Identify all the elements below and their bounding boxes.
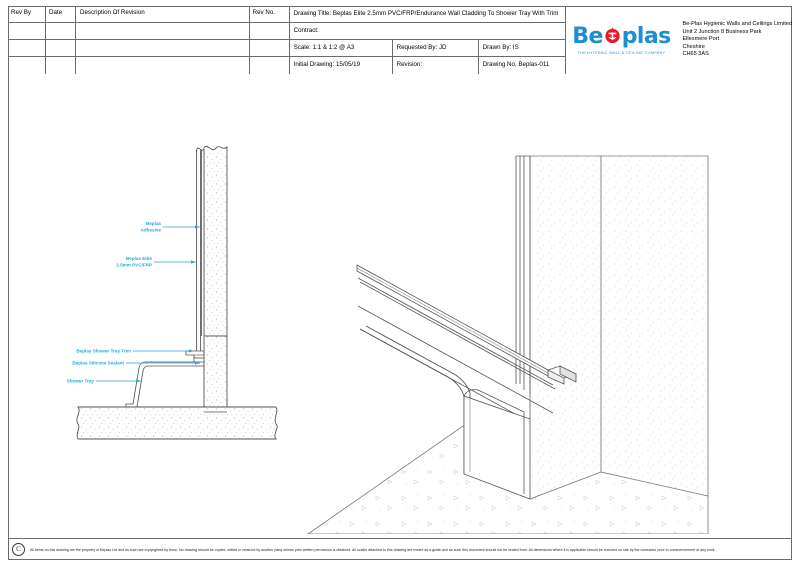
contract-label: Contract: bbox=[293, 27, 319, 34]
section-detail-view: Beplas Adhesive Beplas Elite 2.5mm PVC/F… bbox=[67, 145, 278, 440]
initial-drawing-field: Initial Drawing: 15/05/19 bbox=[290, 57, 393, 74]
shower-tray bbox=[125, 361, 205, 408]
revision-header-row: Rev By Date Description Of Revision Rev … bbox=[8, 6, 289, 23]
wall-cladding-panel bbox=[196, 146, 208, 352]
revision-row[interactable] bbox=[8, 40, 289, 57]
address-line: CH65 3AS bbox=[682, 51, 709, 58]
annotation-panel: Beplas Elite 2.5mm PVC/FRP bbox=[116, 256, 152, 268]
technical-drawing: Beplas Adhesive Beplas Elite 2.5mm PVC/F… bbox=[67, 145, 709, 534]
annotation-adhesive-line2: Adhesive bbox=[141, 228, 162, 233]
logo-wordmark: Be plas bbox=[572, 24, 671, 49]
drawing-title-label: Drawing Title: bbox=[293, 10, 332, 17]
drawing-title-field: Drawing Title: Beplas Elite 2.5mm PVC/FR… bbox=[290, 6, 566, 22]
address-line: Cheshire bbox=[682, 43, 705, 50]
annotation-panel-line2: 2.5mm PVC/FRP bbox=[116, 263, 152, 268]
drawn-by-value: IS bbox=[512, 44, 519, 51]
iso-wall-substrate-right bbox=[600, 155, 709, 497]
initial-drawing-value: 15/05/19 bbox=[335, 61, 361, 68]
iso-wall-substrate bbox=[529, 155, 602, 500]
revision-cell-rev-no[interactable] bbox=[250, 57, 289, 74]
drawing-title-row: Drawing Title: Beplas Elite 2.5mm PVC/FR… bbox=[289, 6, 566, 23]
revision-label: Revision: bbox=[396, 61, 423, 68]
annotation-tray-trim: Beplas Shower Tray Trim bbox=[76, 349, 131, 354]
requested-by-field: Requested By: JD bbox=[393, 40, 479, 56]
scale-label: Scale: bbox=[293, 44, 311, 51]
floor-slab bbox=[76, 406, 278, 440]
revision-cell-description[interactable] bbox=[76, 23, 250, 39]
initial-drawing-label: Initial Drawing: bbox=[293, 61, 335, 68]
drawn-by-field: Drawn By: IS bbox=[479, 40, 566, 56]
iso-shower-tray-trim bbox=[356, 264, 578, 385]
disclaimer-text: All items on this drawing are the proper… bbox=[30, 547, 716, 552]
address-line: Ellesmere Port bbox=[682, 36, 720, 43]
contract-row: Contract: bbox=[289, 23, 566, 40]
drawing-canvas: Beplas Adhesive Beplas Elite 2.5mm PVC/F… bbox=[8, 74, 792, 534]
annotation-leaders bbox=[96, 225, 200, 383]
revision-cell-date[interactable] bbox=[46, 23, 76, 39]
annotation-adhesive-line1: Beplas bbox=[146, 221, 162, 226]
drawn-by-label: Drawn By: bbox=[482, 44, 512, 51]
drawing-info-table: Drawing Title: Beplas Elite 2.5mm PVC/FR… bbox=[289, 6, 567, 74]
logo-text-be: Be bbox=[572, 24, 603, 49]
revision-cell-description[interactable] bbox=[76, 57, 250, 74]
revision-row[interactable] bbox=[8, 57, 289, 74]
iso-shower-tray bbox=[357, 269, 556, 500]
copyright-icon: C bbox=[12, 543, 25, 556]
revision-cell-rev-no[interactable] bbox=[250, 23, 289, 39]
revision-header-date: Date bbox=[46, 6, 76, 22]
revision-cell-date[interactable] bbox=[46, 57, 76, 74]
logo-text-plas: plas bbox=[621, 24, 671, 49]
revision-cell-rev-by[interactable] bbox=[8, 57, 46, 74]
substrate-wall bbox=[203, 145, 228, 413]
revision-table: Rev By Date Description Of Revision Rev … bbox=[8, 6, 290, 74]
drawing-number-label: Drawing No. bbox=[482, 61, 517, 68]
annotation-sealant: Beplas Silicone Sealant bbox=[72, 361, 124, 366]
drawing-title-value: Beplas Elite 2.5mm PVC/FRP/Endurance Wal… bbox=[332, 10, 559, 17]
revision-header-rev-by: Rev By bbox=[8, 6, 46, 22]
revision-cell-description[interactable] bbox=[76, 40, 250, 56]
brand-block: Be plas THE HYGIENIC bbox=[566, 6, 792, 74]
scale-field: Scale: 1:1 & 1:2 @ A3 bbox=[290, 40, 393, 56]
revision-header-description: Description Of Revision bbox=[76, 6, 250, 22]
footer-disclaimer-bar: C All items on this drawing are the prop… bbox=[8, 538, 792, 560]
requested-by-value: JD bbox=[438, 44, 447, 51]
logo-tagline: THE HYGIENIC WALL & CEILING COMPANY bbox=[577, 50, 666, 55]
revision-cell-date[interactable] bbox=[46, 40, 76, 56]
drawing-number-value: Beplas-011 bbox=[518, 61, 550, 68]
scale-row: Scale: 1:1 & 1:2 @ A3 Requested By: JD D… bbox=[289, 40, 566, 57]
drawing-number-field: Drawing No. Beplas-011 bbox=[479, 57, 566, 74]
address-line: Unit 2 Junction 8 Business Park bbox=[682, 28, 762, 35]
revision-header-rev-no: Rev No. bbox=[252, 9, 275, 16]
contract-field[interactable]: Contract: bbox=[290, 23, 566, 39]
shower-tray-trim bbox=[185, 350, 205, 359]
beplas-splash-icon bbox=[603, 26, 622, 49]
iso-cladding-panel bbox=[515, 155, 531, 394]
annotation-adhesive: Beplas Adhesive bbox=[141, 221, 162, 233]
revision-cell-rev-by[interactable] bbox=[8, 40, 46, 56]
title-block: Rev By Date Description Of Revision Rev … bbox=[8, 6, 792, 74]
beplas-logo: Be plas THE HYGIENIC bbox=[570, 26, 672, 55]
revision-field[interactable]: Revision: bbox=[393, 57, 479, 74]
isometric-detail-view bbox=[307, 155, 709, 534]
revision-row[interactable] bbox=[8, 23, 289, 40]
scale-value: 1:1 & 1:2 @ A3 bbox=[312, 44, 355, 51]
initial-drawing-row: Initial Drawing: 15/05/19 Revision: Draw… bbox=[290, 57, 566, 74]
revision-cell-rev-no[interactable] bbox=[250, 40, 289, 56]
revision-cell-rev-by[interactable] bbox=[8, 23, 46, 39]
annotation-panel-line1: Beplas Elite bbox=[126, 256, 152, 261]
annotation-shower-tray: Shower Tray bbox=[67, 379, 95, 384]
address-line: Be-Plas Hygienic Walls and Ceilings Limi… bbox=[682, 21, 792, 28]
requested-by-label: Requested By: bbox=[396, 44, 438, 51]
company-address: Be-Plas Hygienic Walls and Ceilings Limi… bbox=[682, 21, 792, 59]
